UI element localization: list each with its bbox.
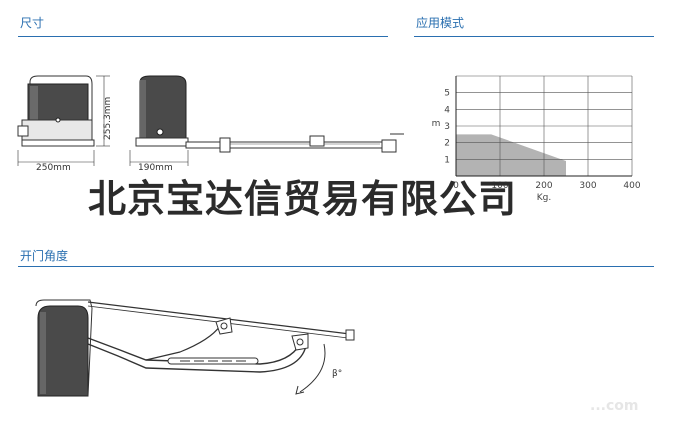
area-series-0 <box>456 134 566 176</box>
motor-front-view <box>17 75 95 147</box>
width-label: 250mm <box>36 163 71 173</box>
motor-side-view <box>135 75 189 147</box>
y-tick-label: 2 <box>444 139 450 149</box>
width-dimension <box>17 150 95 166</box>
x-tick-label: 100 <box>491 181 508 191</box>
depth-dimension <box>129 150 189 166</box>
y-tick-label: 3 <box>444 122 450 132</box>
dimensions-rule <box>18 36 388 37</box>
watermark-text: 北京宝达信贸易有限公司 <box>88 176 518 221</box>
application-chart: 0 100 200 300 400 1 2 3 4 5Kg. m <box>432 75 641 203</box>
x-axis-label: Kg. <box>537 193 551 203</box>
application-title: 应用模式 <box>416 16 465 30</box>
opening-angle-rule <box>18 266 654 267</box>
height-dimension <box>96 75 110 147</box>
x-tick-label: 400 <box>623 181 640 191</box>
y-tick-label: 5 <box>444 89 450 99</box>
angle-label: β° <box>332 369 342 379</box>
opening-angle-title: 开门角度 <box>20 249 69 263</box>
y-tick-label: 1 <box>444 155 450 165</box>
watermark-bottom: ...com <box>590 398 639 414</box>
depth-label: 190mm <box>138 163 173 173</box>
application-rule <box>414 36 654 37</box>
x-tick-label: 200 <box>535 181 552 191</box>
height-label: 255.3mm <box>103 97 113 140</box>
side-arm <box>185 133 404 153</box>
x-tick-label: 0 <box>453 181 459 191</box>
y-tick-label: 4 <box>444 105 450 115</box>
opening-angle-diagram <box>35 299 355 397</box>
x-tick-label: 300 <box>579 181 596 191</box>
y-axis-label: m <box>432 119 441 129</box>
dimensions-title: 尺寸 <box>20 16 45 30</box>
